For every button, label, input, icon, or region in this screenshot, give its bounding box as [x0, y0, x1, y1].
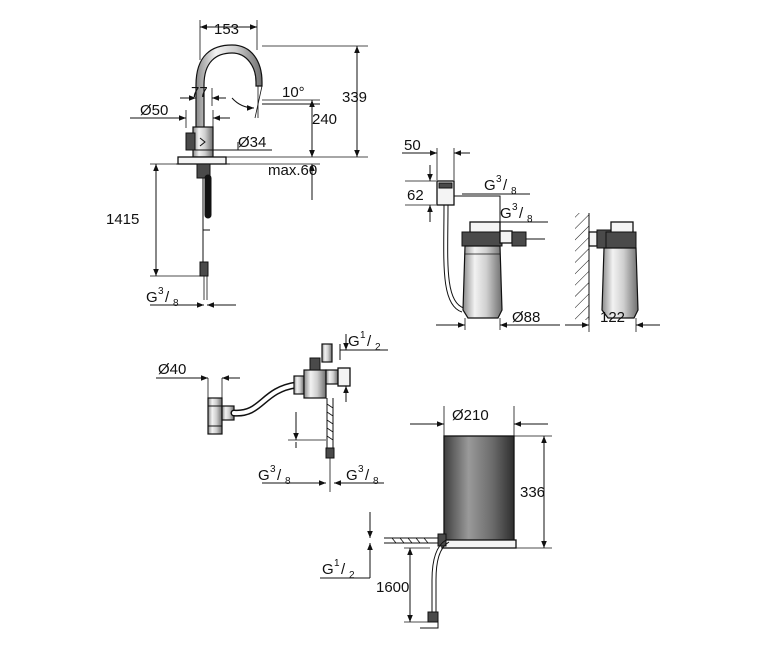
svg-text:/: /	[341, 561, 346, 578]
svg-text:8: 8	[511, 186, 517, 197]
svg-text:/: /	[367, 333, 372, 350]
wall-hatch	[575, 213, 589, 320]
dim-153: 153	[214, 21, 239, 38]
faucet-spout	[195, 44, 263, 131]
boiler-drawing: Ø210 336 G 1 / 2 1600	[320, 406, 552, 629]
dim-336: 336	[520, 484, 545, 501]
svg-text:G: G	[258, 467, 270, 484]
faucet-lever	[185, 132, 196, 151]
faucet-body	[192, 126, 214, 158]
filter-side-cartridge	[601, 247, 639, 319]
dim-339: 339	[342, 89, 367, 106]
dim-angle-10: 10°	[282, 84, 305, 101]
valve-block	[303, 369, 327, 399]
faucet-drawing: 153 339 240 77 10° Ø50 Ø34	[106, 20, 368, 309]
filter-g38-upper: G 3 / 8	[484, 174, 517, 197]
svg-text:G: G	[348, 333, 360, 350]
dim-d34: Ø34	[238, 134, 266, 151]
svg-text:2: 2	[349, 570, 355, 581]
tee-fitting	[207, 397, 223, 435]
dim-d88: Ø88	[512, 309, 540, 326]
svg-text:3: 3	[158, 286, 164, 297]
valve-g12-label: G 1 / 2	[348, 330, 381, 353]
svg-text:/: /	[277, 467, 282, 484]
svg-text:3: 3	[512, 202, 518, 213]
valve-drawing: Ø40 G 1 / 2 G 3 / 8 G 3 / 8	[156, 330, 388, 492]
filter-drawing: 50 62 G 3 / 8 G 3 / 8 Ø88	[402, 137, 660, 332]
boiler-g12-label: G 1 / 2	[322, 558, 355, 581]
svg-text:8: 8	[173, 298, 179, 309]
svg-text:2: 2	[375, 342, 381, 353]
svg-text:G: G	[346, 467, 358, 484]
svg-text:8: 8	[285, 476, 291, 487]
svg-text:/: /	[165, 289, 170, 306]
dim-max60: max.60	[268, 162, 317, 179]
dim-1415: 1415	[106, 211, 139, 228]
valve-g38-left: G 3 / 8	[258, 464, 291, 487]
dim-77: 77	[191, 84, 208, 101]
svg-text:/: /	[519, 205, 524, 222]
svg-text:3: 3	[496, 174, 502, 185]
svg-text:G: G	[500, 205, 512, 222]
svg-text:/: /	[503, 177, 508, 194]
dim-d210: Ø210	[452, 407, 489, 424]
svg-text:8: 8	[373, 476, 379, 487]
faucet-g38-label: G 3 / 8	[146, 286, 179, 309]
filter-cartridge	[462, 245, 503, 319]
svg-text:1: 1	[360, 330, 366, 341]
svg-text:G: G	[146, 289, 158, 306]
valve-g38-right: G 3 / 8	[346, 464, 379, 487]
svg-text:G: G	[484, 177, 496, 194]
svg-text:G: G	[322, 561, 334, 578]
svg-text:/: /	[365, 467, 370, 484]
filter-g38-lower: G 3 / 8	[500, 202, 533, 225]
dim-50: 50	[404, 137, 421, 154]
boiler-tank	[443, 435, 515, 547]
dim-62: 62	[407, 187, 424, 204]
dim-d50: Ø50	[140, 102, 168, 119]
svg-text:1: 1	[334, 558, 340, 569]
svg-text:8: 8	[527, 214, 533, 225]
dim-d40: Ø40	[158, 361, 186, 378]
svg-text:3: 3	[358, 464, 364, 475]
dim-1600: 1600	[376, 579, 409, 596]
dim-122: 122	[600, 309, 625, 326]
svg-text:3: 3	[270, 464, 276, 475]
dim-240: 240	[312, 111, 337, 128]
